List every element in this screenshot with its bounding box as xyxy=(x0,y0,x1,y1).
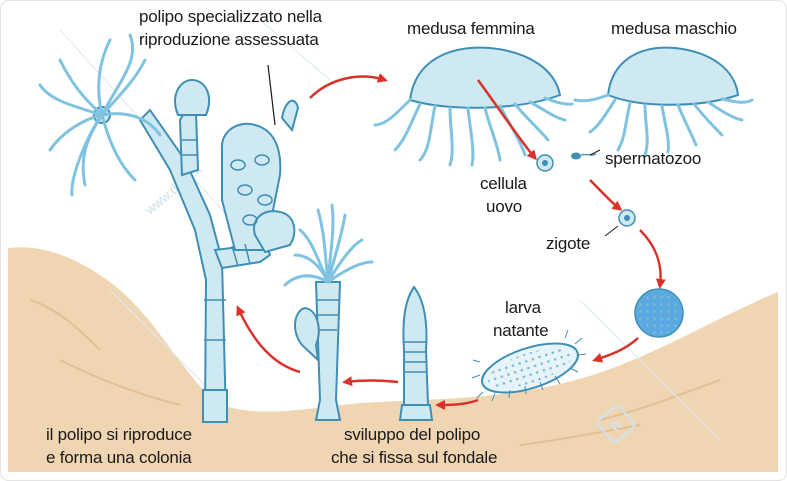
label-egg-cell-line1: cellula xyxy=(480,173,527,195)
label-larva-line2: natante xyxy=(493,320,548,342)
label-polyp-development-line1: sviluppo del polipo xyxy=(344,424,480,446)
egg-cell xyxy=(537,155,553,171)
label-zygote: zigote xyxy=(546,233,590,255)
label-sperm: spermatozoo xyxy=(605,148,701,170)
label-colony-line1: il polipo si riproduce xyxy=(46,424,192,446)
label-egg-cell-line2: uovo xyxy=(486,196,522,218)
label-polyp-specialized-line1: polipo specializzato nella xyxy=(139,6,322,28)
label-male-medusa: medusa maschio xyxy=(611,18,737,40)
label-female-medusa: medusa femmina xyxy=(407,18,535,40)
label-polyp-specialized-line2: riproduzione assessuata xyxy=(139,29,319,51)
label-larva-line1: larva xyxy=(505,297,541,319)
blastula xyxy=(635,289,683,337)
label-colony-line2: e forma una colonia xyxy=(46,447,192,469)
label-polyp-development-line2: che si fissa sul fondale xyxy=(331,447,497,469)
